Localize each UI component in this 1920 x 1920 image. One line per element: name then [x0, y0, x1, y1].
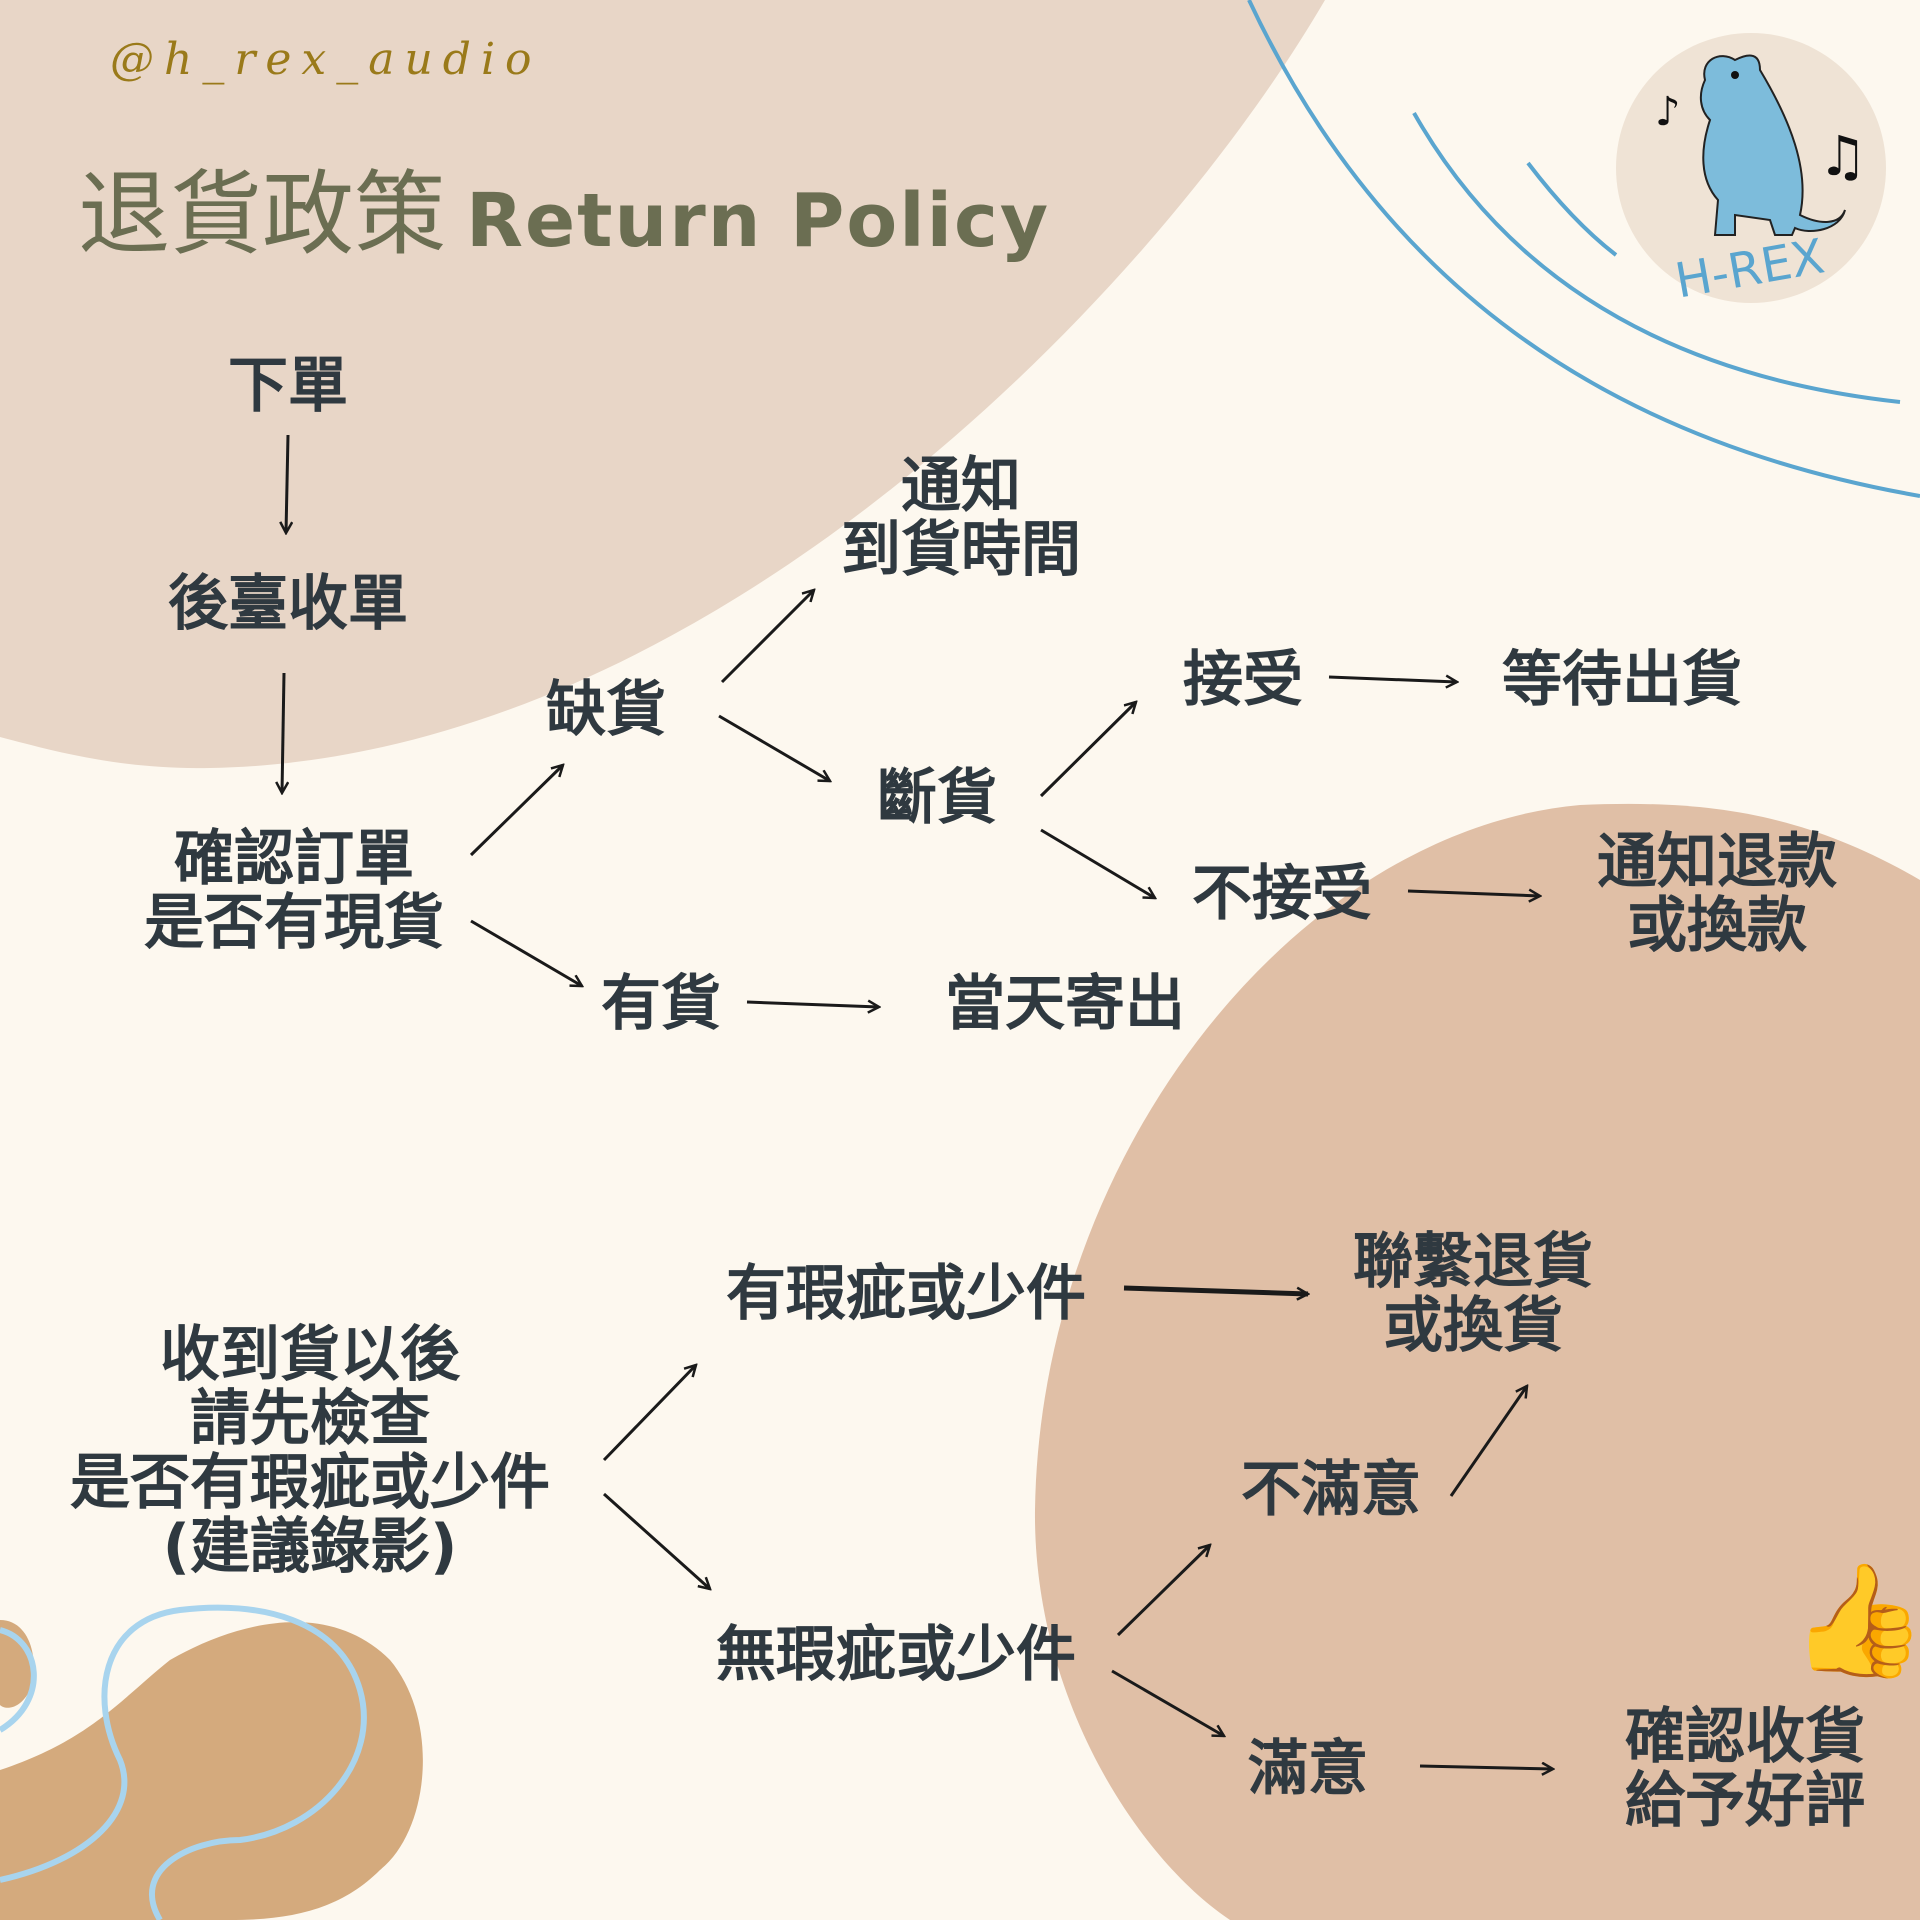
node-confirm-review: 確認收貨給予好評: [1625, 1705, 1865, 1833]
logo: ♪ ♫ H-REX: [1616, 33, 1886, 310]
node-satisfied: 滿意: [1248, 1734, 1368, 1804]
svg-text:♪: ♪: [1655, 89, 1681, 135]
arrow: [1419, 1766, 1553, 1769]
arrow: [1328, 677, 1457, 682]
line: 確認收貨: [1625, 1702, 1865, 1772]
node-wait-ship: 等待出貨: [1502, 645, 1742, 715]
blob-left-small: [0, 1620, 34, 1708]
arrow: [470, 919, 582, 986]
blob-top-left: [0, 0, 1325, 769]
arrow: [286, 434, 288, 533]
blue-arc-2: [1412, 112, 1901, 404]
title-zh: 退貨政策: [78, 161, 447, 268]
svg-text:♫: ♫: [1818, 124, 1867, 188]
line: 收到貨以後: [160, 1320, 460, 1390]
blob-bottom-left: [0, 1622, 423, 1920]
arrow: [1111, 1669, 1224, 1736]
blue-outline-left: [0, 1627, 37, 1733]
node-defect: 有瑕疵或少件: [726, 1259, 1086, 1329]
arrow: [1123, 1285, 1308, 1294]
line: 通知退款: [1597, 827, 1837, 897]
arrow: [1407, 891, 1540, 896]
blob-bottom-right: [1034, 803, 1920, 1920]
node-backend: 後臺收單: [168, 569, 408, 639]
thumbs-up-icon: 👍: [1790, 1556, 1920, 1684]
node-not-accept: 不接受: [1192, 859, 1372, 929]
line: 到貨時間: [841, 515, 1081, 585]
node-out-of-stock: 缺貨: [546, 675, 666, 745]
arrow: [602, 1365, 696, 1462]
arrow: [720, 590, 814, 684]
node-receive: 收到貨以後請先檢查是否有瑕疵或少件(建議錄影): [70, 1323, 550, 1579]
arrow: [602, 1492, 710, 1589]
node-contact: 聯繫退貨或換貨: [1353, 1230, 1593, 1358]
arrow: [1040, 828, 1155, 898]
line: 或換貨: [1383, 1291, 1563, 1361]
arrow: [469, 765, 563, 857]
arrow: [746, 1002, 879, 1007]
node-accept: 接受: [1183, 645, 1303, 715]
node-notify-refund: 通知退款或換款: [1597, 830, 1837, 958]
line: (建議錄影): [162, 1512, 458, 1582]
line: 或換款: [1627, 891, 1807, 961]
blue-arc-1: [1247, 0, 1920, 498]
blue-outline-bottom-left: [0, 1604, 367, 1920]
line: 是否有瑕疵或少件: [70, 1448, 550, 1518]
line: 聯繫退貨: [1353, 1227, 1593, 1297]
arrow: [282, 672, 284, 793]
node-discontinued: 斷貨: [877, 763, 997, 833]
line: 通知: [901, 451, 1021, 521]
node-order: 下單: [228, 351, 348, 421]
arrow: [718, 714, 830, 781]
node-confirm: 確認訂單是否有現貨: [144, 827, 444, 955]
node-notify-arrival: 通知到貨時間: [841, 454, 1081, 582]
line: 是否有現貨: [144, 888, 444, 958]
arrow: [1116, 1545, 1210, 1637]
node-unsatisfied: 不滿意: [1241, 1455, 1421, 1525]
node-no-defect: 無瑕疵或少件: [716, 1620, 1076, 1690]
title-en: Return Policy: [466, 178, 1051, 264]
line: 給予好評: [1625, 1766, 1865, 1836]
arrow: [1039, 702, 1136, 798]
blue-arc-3: [1526, 161, 1618, 257]
node-in-stock: 有貨: [601, 969, 721, 1039]
social-handle: @h_rex_audio: [110, 34, 542, 85]
arrow: [1449, 1386, 1527, 1497]
line: 請先檢查: [190, 1384, 430, 1454]
line: 確認訂單: [174, 824, 414, 894]
node-same-day: 當天寄出: [945, 969, 1185, 1039]
